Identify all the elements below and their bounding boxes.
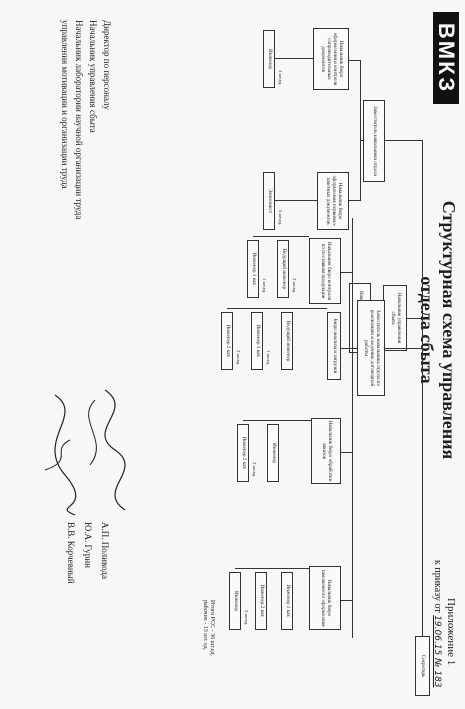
box-secretary: Секретарь xyxy=(415,636,430,696)
sig-title-3b: управления мотивации и организации труда xyxy=(60,20,71,189)
box-engineer-c: Инженер xyxy=(267,424,279,482)
box-head: Начальник управления сбыта xyxy=(383,285,407,351)
qty-engineer1-b: 1 шт.ед. xyxy=(266,350,271,366)
box-engineer-d: Инженер xyxy=(229,572,241,630)
totals-line-1: Итого РСС - 36 шт.ед. xyxy=(209,600,215,657)
qty-engineer2-b: 2 шт.ед. xyxy=(236,350,241,366)
sig-title-2: Начальник управления сбыта xyxy=(88,20,99,133)
box-bureau-orders: Начальник бюро обработки заказов xyxy=(311,418,341,484)
qty-engineer-d: 2 шт.ед. xyxy=(244,610,249,626)
qty-engineer-docs: 3 шт.ед. xyxy=(278,70,283,86)
order-handwritten: 19.06.15 № 183 xyxy=(432,615,442,688)
signature-scribble-icon xyxy=(44,389,126,516)
box-economist: Экономист xyxy=(263,172,275,230)
qty-engineer1-a: 1 шт.ед. xyxy=(262,278,267,294)
box-bureau-forms: Начальник бюро оформления первично-зачет… xyxy=(317,172,349,230)
box-engineer1-d: Инженер 1 кат. xyxy=(281,572,293,630)
title-line-2: отдела сбыта xyxy=(417,276,438,384)
box-engineer1-a: Инженер 1 кат. xyxy=(247,240,259,298)
box-deputy2: Заместитель начальника отдела по реализа… xyxy=(357,300,385,396)
box-bureau-shipping: Бюро анализа и загрузки xyxy=(327,312,341,380)
box-lead-engineer-b: Ведущий инженер xyxy=(281,312,293,370)
qty-engineer2-c: 2 шт.ед. xyxy=(252,462,257,478)
qty-lead-engineer-a: 2 шт.ед. xyxy=(292,278,297,294)
sig-name-3: В.В. Корчевный xyxy=(65,522,76,584)
signature-names: А.П. Поливода Ю.А. Гурин В.В. Корчевный xyxy=(62,522,113,584)
box-bureau-docs: Начальник бюро оформления и контроля соп… xyxy=(313,28,349,90)
appendix-label: Приложение 1 xyxy=(445,598,457,666)
box-deputy1: Заместитель начальника отдела xyxy=(363,100,385,182)
order-line: к приказу от 19.06.15 № 183 xyxy=(432,560,443,688)
totals-line-2: рабочих - 13 шт. ед. xyxy=(201,600,208,651)
box-lead-engineer-a: Ведущий инженер xyxy=(277,240,289,298)
sig-name-2: Ю.А. Гурин xyxy=(82,522,93,568)
box-engineer1-b: Инженер 1 кат. xyxy=(251,312,263,370)
sig-title-1: Директор по персоналу xyxy=(102,20,112,111)
box-engineer2-b: Инженер 2 кат. xyxy=(221,312,233,370)
box-engineer-docs: Инженер xyxy=(263,30,275,88)
box-engineer2-c: Инженер 2 кат. xyxy=(237,424,249,482)
logo-text: ВМКЗ xyxy=(434,22,459,94)
signature-block: Директор по персоналу Начальник управлен… xyxy=(57,20,113,219)
handwritten-signatures xyxy=(25,380,145,520)
sig-name-1: А.П. Поливода xyxy=(100,522,110,579)
order-prefix: к приказу от xyxy=(432,560,443,613)
box-bureau-customs: Начальник бюро таможенного оформления xyxy=(309,566,341,630)
sig-title-3: Начальник лаборатории научной организаци… xyxy=(74,20,85,220)
box-bureau-control: Начальник бюро контроля по поставкам про… xyxy=(309,238,341,304)
box-engineer2-d: Инженер 2 кат. xyxy=(255,572,267,630)
qty-economist: 5 шт.ед. xyxy=(278,210,283,226)
title-line-1: Структурная схема управления xyxy=(439,200,459,460)
company-logo: ВМКЗ xyxy=(433,12,459,104)
totals: Итого РСС - 36 шт.ед. рабочих - 13 шт. е… xyxy=(201,600,215,656)
